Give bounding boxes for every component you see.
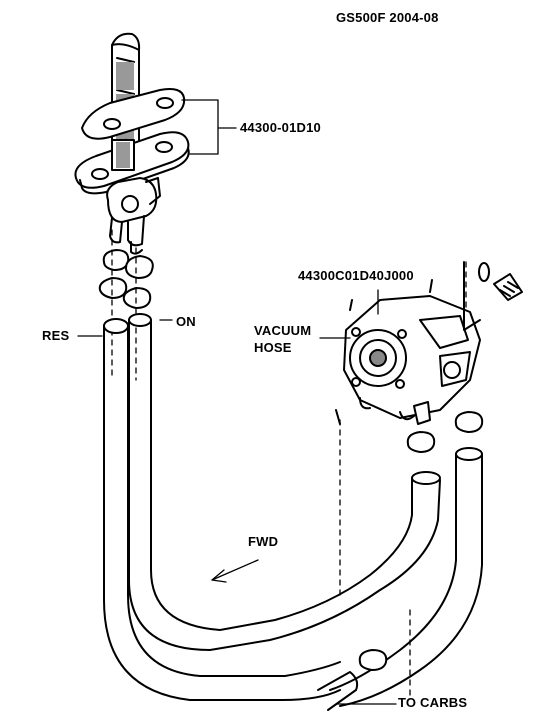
diagram-title: GS500F 2004-08 [336,10,439,25]
part-number-pump: 44300C01D40J000 [298,268,414,283]
fuel-pump [343,279,481,425]
outlet-clamps [98,249,154,309]
centerlines [111,229,467,701]
on-hose [128,339,441,651]
label-vacuum-line2: HOSE [254,340,292,355]
leader-lines [77,99,397,705]
label-on: ON [176,314,196,329]
label-res: RES [42,328,70,343]
petcock-body [106,177,161,255]
pump-clamps [358,411,484,671]
upper-gasket [81,88,186,140]
part-number-petcock: 44300-01D10 [240,120,321,135]
bracket [335,261,481,425]
fwd-arrow [211,559,259,583]
lower-gasket [74,131,190,195]
hose-stubs [103,313,152,346]
label-fwd: FWD [248,534,279,549]
res-hose [103,344,341,701]
label-vacuum-line1: VACUUM [254,323,312,338]
bolt-and-washer [478,262,523,301]
label-vacuum-hose: VACUUM HOSE [254,322,311,356]
label-to-carbs: TO CARBS [398,695,468,710]
